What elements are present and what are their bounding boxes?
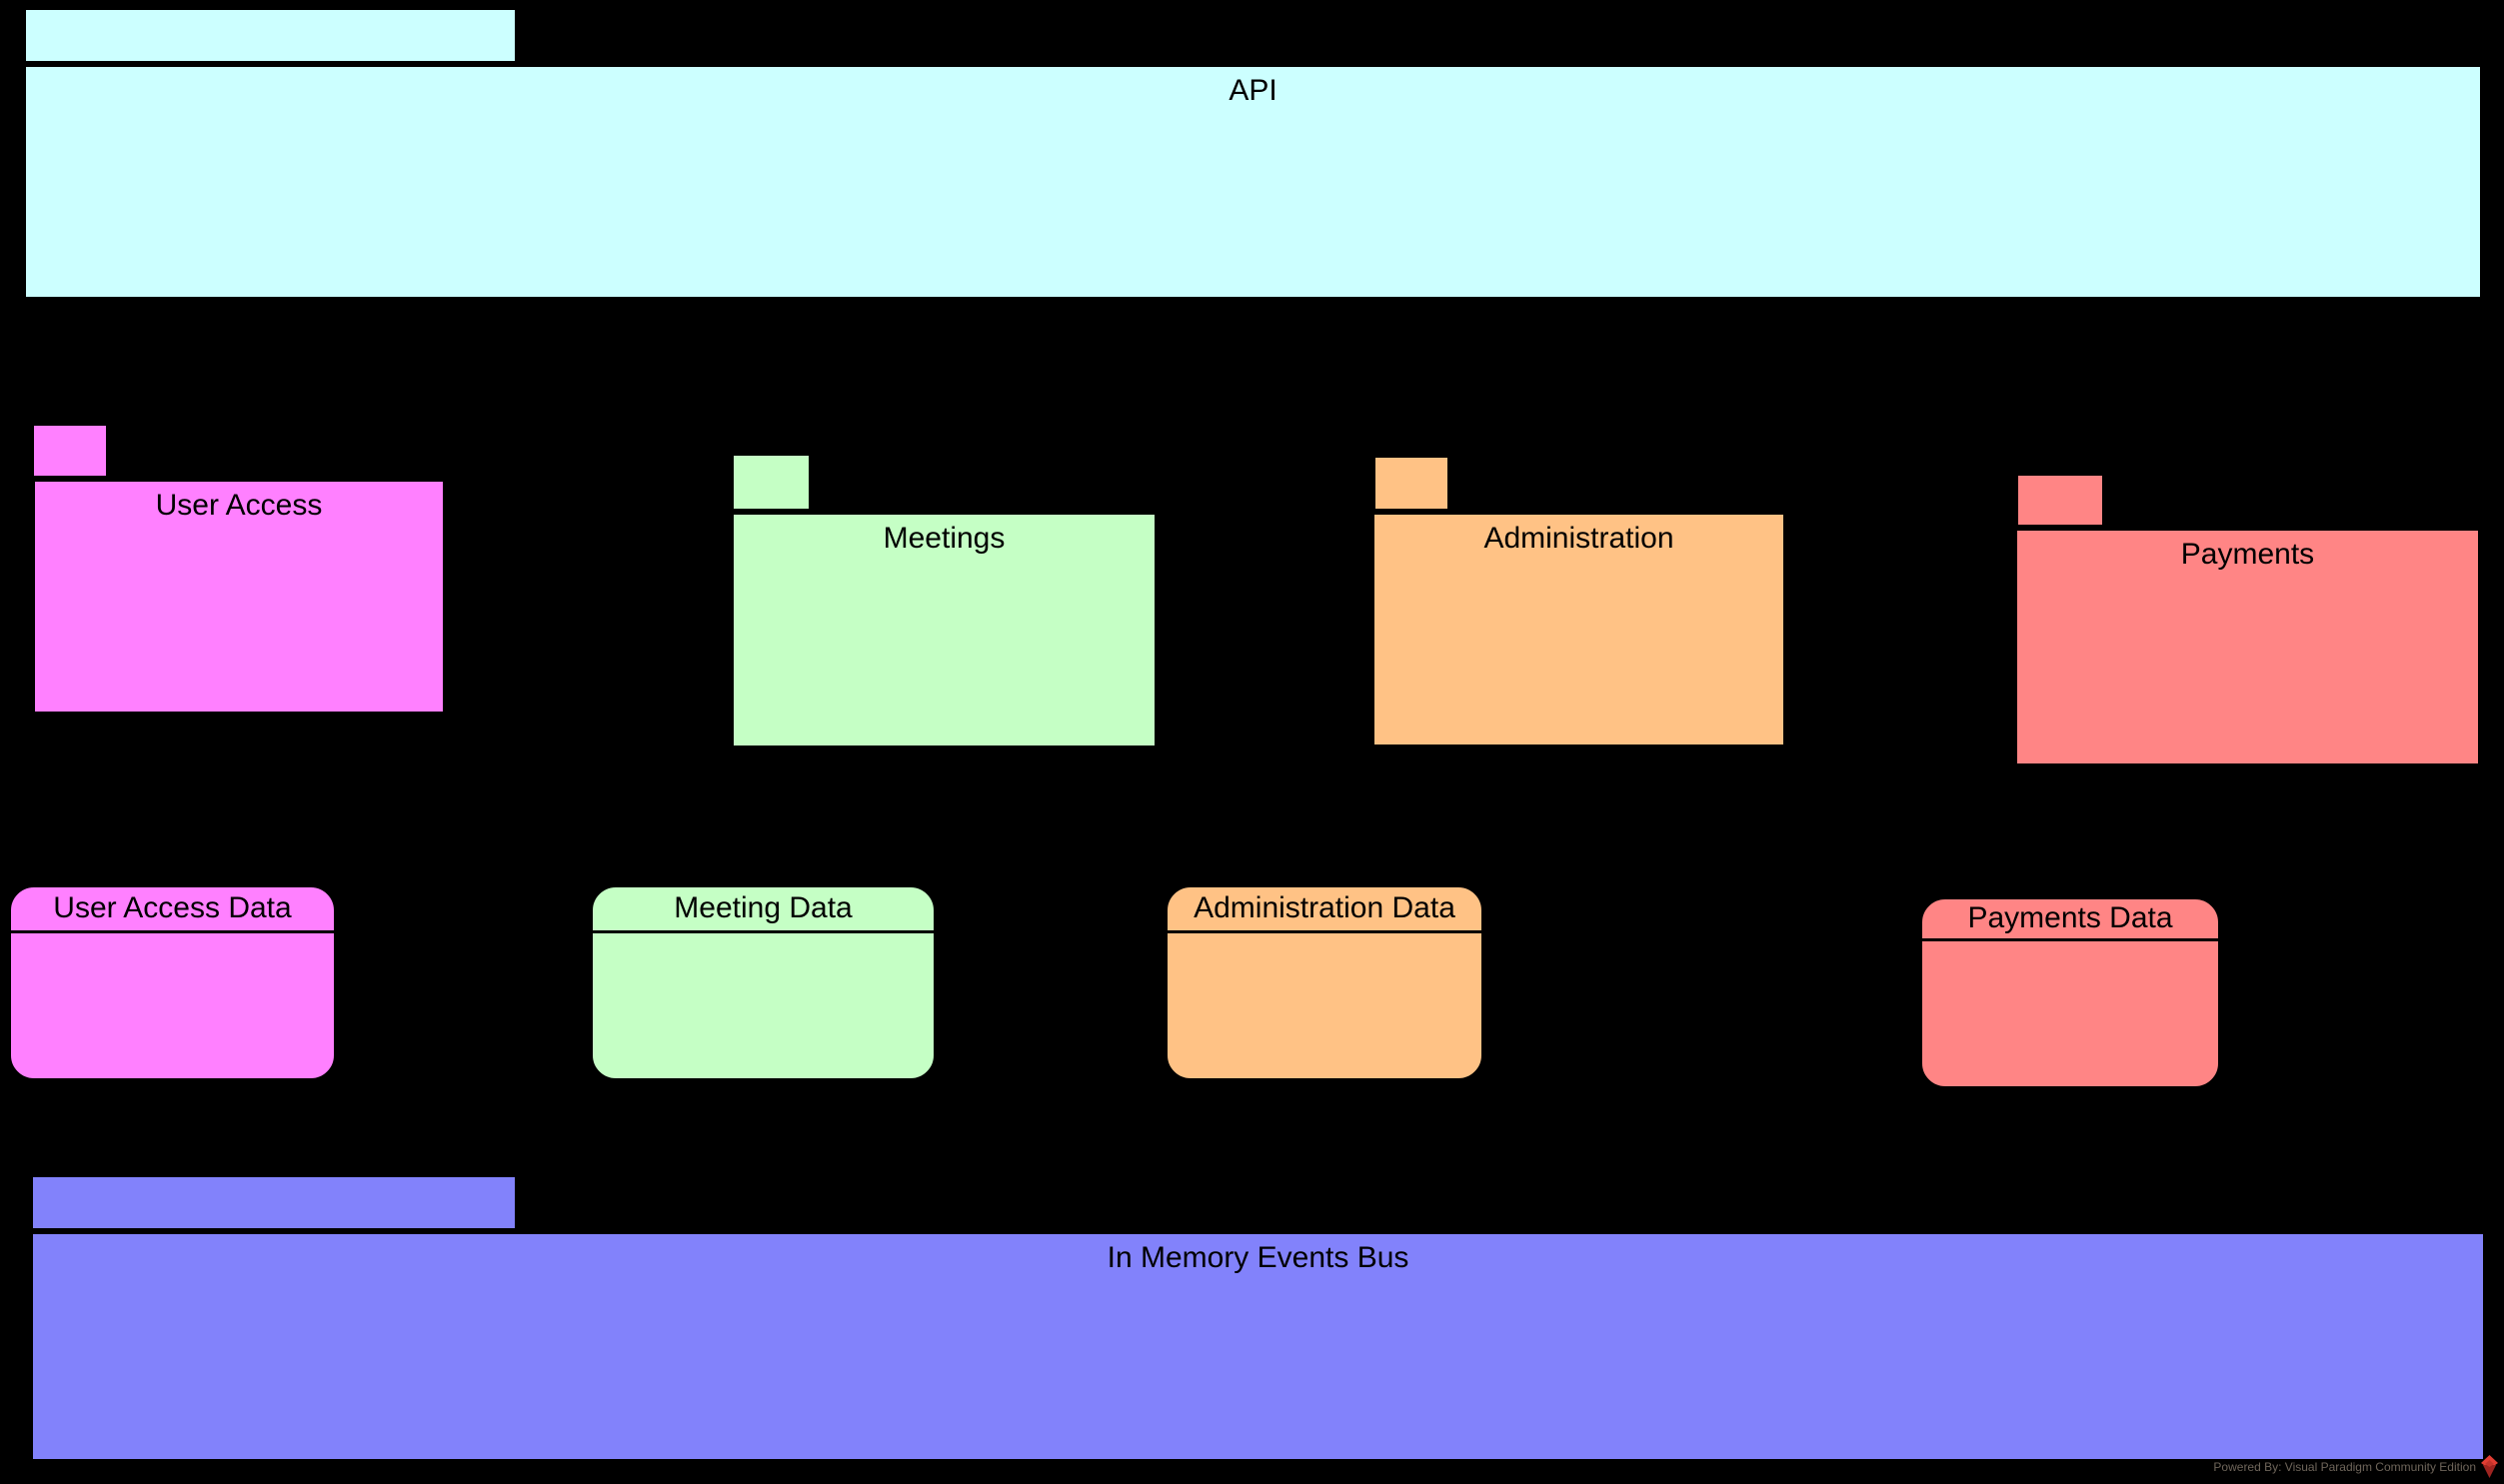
package-meetings-label: Meetings bbox=[883, 522, 1006, 555]
package-payments-label: Payments bbox=[2180, 538, 2315, 571]
data-store-meeting-data[interactable]: Meeting Data bbox=[590, 884, 937, 1081]
data-store-meeting-data-label: Meeting Data bbox=[593, 887, 934, 933]
package-payments[interactable]: Payments bbox=[2014, 473, 2481, 766]
package-administration-tab bbox=[1372, 455, 1450, 512]
data-store-user-access-data-label: User Access Data bbox=[11, 887, 334, 933]
package-in-memory-events-bus-body: In Memory Events Bus bbox=[30, 1231, 2486, 1462]
watermark: Powered By: Visual Paradigm Community Ed… bbox=[2213, 1455, 2498, 1478]
package-payments-body: Payments bbox=[2014, 528, 2481, 766]
package-in-memory-events-bus-label: In Memory Events Bus bbox=[1107, 1241, 1409, 1274]
data-store-payments-data-label: Payments Data bbox=[1922, 899, 2218, 941]
package-user-access-body: User Access bbox=[32, 479, 446, 715]
package-in-memory-events-bus[interactable]: In Memory Events Bus bbox=[30, 1174, 2486, 1462]
package-meetings-tab bbox=[731, 453, 812, 512]
package-administration[interactable]: Administration bbox=[1371, 455, 1786, 747]
package-api-tab bbox=[23, 7, 518, 64]
package-api-label: API bbox=[1229, 74, 1277, 107]
package-api-body: API bbox=[23, 64, 2483, 300]
package-in-memory-events-bus-tab bbox=[30, 1174, 518, 1231]
data-store-payments-data[interactable]: Payments Data bbox=[1919, 896, 2221, 1089]
data-store-administration-data[interactable]: Administration Data bbox=[1165, 884, 1484, 1081]
data-store-user-access-data[interactable]: User Access Data bbox=[8, 884, 337, 1081]
data-store-administration-data-label: Administration Data bbox=[1168, 887, 1481, 933]
package-meetings-body: Meetings bbox=[731, 512, 1158, 748]
package-meetings[interactable]: Meetings bbox=[731, 453, 1158, 748]
package-administration-label: Administration bbox=[1483, 522, 1674, 555]
package-api[interactable]: API bbox=[23, 7, 2483, 300]
package-user-access-tab bbox=[31, 423, 109, 479]
package-user-access-label: User Access bbox=[155, 489, 323, 522]
visual-paradigm-logo-icon bbox=[2481, 1455, 2498, 1478]
watermark-text: Powered By: Visual Paradigm Community Ed… bbox=[2213, 1459, 2476, 1474]
package-payments-tab bbox=[2015, 473, 2105, 528]
package-user-access[interactable]: User Access bbox=[31, 423, 446, 715]
package-administration-body: Administration bbox=[1371, 512, 1786, 747]
